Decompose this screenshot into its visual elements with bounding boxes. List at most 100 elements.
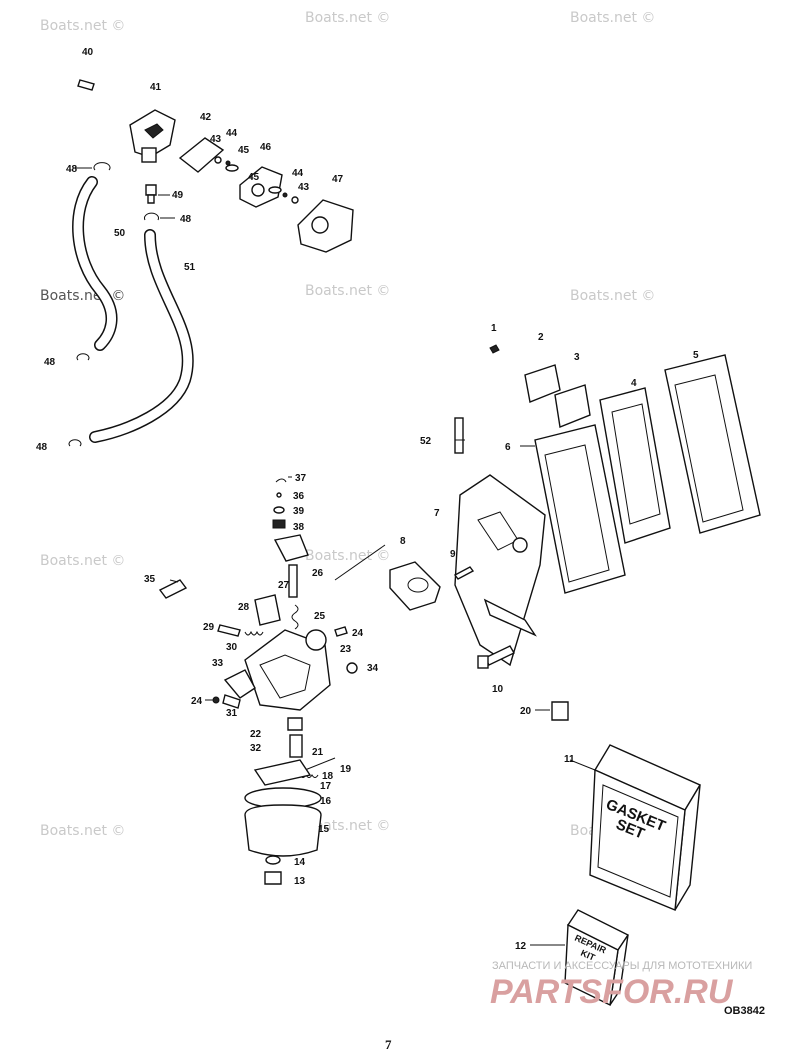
callout: 16: [320, 796, 332, 807]
watermark: Boats.net ©: [40, 18, 125, 34]
hose-51-inner: [90, 230, 193, 442]
choke-lever-26: [273, 534, 309, 562]
leader-35: [169, 579, 179, 583]
callout: 51: [184, 262, 196, 273]
spring-30: [244, 630, 264, 636]
watermark: Boats.net ©: [305, 10, 390, 26]
spring-44: [225, 160, 231, 166]
gasket-set-box: GASKET SET: [589, 744, 702, 912]
callout: 36: [293, 491, 305, 502]
callout: 37: [295, 473, 307, 484]
watermark: Boats.net ©: [40, 553, 125, 569]
pump-body-port: [251, 183, 265, 197]
callout: 18: [322, 771, 334, 782]
callout: 13: [294, 876, 306, 887]
throttle-arm-28: [254, 594, 281, 626]
leader-lines: [75, 167, 596, 946]
callout: 52: [420, 436, 432, 447]
callout: 43: [298, 182, 310, 193]
callout: 40: [82, 47, 94, 58]
carb-gasket-36-hole: [407, 577, 429, 593]
ring-39: [273, 506, 285, 514]
clamp-48-top: [93, 162, 111, 171]
callout: 20: [520, 706, 532, 717]
callout: 24: [352, 628, 364, 639]
callout: 23: [340, 644, 352, 655]
page-number: 7: [385, 1037, 392, 1052]
reed-3: [554, 384, 591, 428]
callout: 19: [340, 764, 352, 775]
callout: 43: [210, 134, 222, 145]
callout: 45: [238, 145, 250, 156]
watermark: Boats.net ©: [40, 823, 125, 839]
reed-block-4-inner: [611, 403, 661, 525]
choke-rod-8: [334, 544, 386, 581]
reed-block-4: [599, 387, 671, 544]
needle-19: [304, 757, 336, 771]
gasket-45: [225, 164, 239, 172]
callout: 45: [248, 172, 260, 183]
callout: 48: [36, 442, 48, 453]
gasket-box-front-inner: [597, 784, 679, 898]
screw-40: [77, 79, 95, 91]
watermark: Boats.net ©: [570, 288, 655, 304]
callout: 50: [114, 228, 126, 239]
callout: 46: [260, 142, 272, 153]
callout: 12: [515, 941, 527, 952]
footer: ЗАПЧАСТИ И АКСЕССУАРЫ ДЛЯ МОТОТЕХНИКИ PA…: [385, 960, 765, 1052]
callout: 48: [44, 357, 56, 368]
watermark: Boats.net ©: [305, 283, 390, 299]
carb-gasket-36: [389, 561, 441, 611]
watermark: Boats.net ©: [570, 10, 655, 26]
screw-1: [489, 344, 500, 354]
callout: 3: [574, 352, 580, 363]
callout: 39: [293, 506, 305, 517]
callout: 38: [293, 522, 305, 533]
callout: 6: [505, 442, 511, 453]
callout: 28: [238, 602, 250, 613]
callout: 25: [314, 611, 326, 622]
washer-36: [276, 492, 282, 498]
spring-25: [291, 604, 299, 630]
repair-box-front: [564, 923, 619, 1007]
clamp-48-bottom: [68, 439, 82, 447]
intake-manifold-7: [454, 474, 546, 667]
callout: 47: [332, 174, 344, 185]
stud-9: [453, 566, 475, 580]
manifold-bolt-hole: [512, 537, 528, 553]
clamp-48-low: [76, 353, 90, 361]
washer-43b: [291, 196, 299, 204]
float-17: [253, 759, 312, 786]
callout: 27: [278, 580, 290, 591]
watermark: Boats.net ©: [305, 548, 390, 564]
callout: 41: [150, 82, 162, 93]
hose-50-inner: [73, 177, 117, 350]
lever-33: [223, 669, 256, 699]
repair-kit-box: REPAIR KIT: [564, 909, 630, 1007]
callout: 48: [66, 164, 78, 175]
bracket-31: [222, 694, 241, 709]
callout: 29: [203, 622, 215, 633]
fitting-49-stem: [147, 194, 155, 204]
callout: 24: [191, 696, 203, 707]
callout: 49: [172, 190, 184, 201]
pin-52: [454, 417, 464, 454]
callout: 4: [631, 378, 637, 389]
jet-22: [287, 717, 303, 731]
callout: 21: [312, 747, 324, 758]
spring-44b: [282, 192, 288, 198]
screw-29: [217, 624, 241, 637]
seal-38: [272, 519, 286, 529]
carb-body-detail: [259, 654, 311, 699]
reed-stop-2: [524, 364, 561, 403]
diaphragm-42: [178, 137, 225, 173]
footer-ru-text: ЗАПЧАСТИ И АКСЕССУАРЫ ДЛЯ МОТОТЕХНИКИ: [492, 960, 752, 972]
callout: 5: [693, 350, 699, 361]
carburetor-group: [158, 478, 358, 885]
callout: 15: [318, 824, 330, 835]
pump-outlet: [141, 147, 157, 163]
washer-43: [214, 156, 222, 164]
spring-18: [299, 774, 319, 778]
pump-base-port: [311, 216, 329, 234]
callout: 10: [492, 684, 504, 695]
